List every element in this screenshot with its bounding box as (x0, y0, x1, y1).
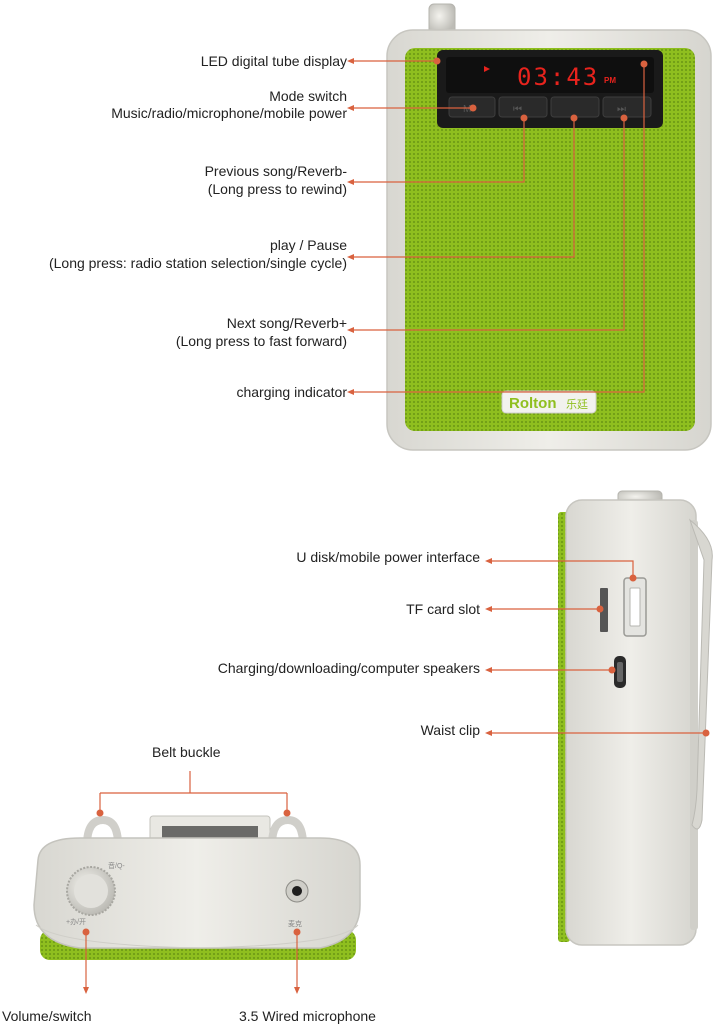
label-usb-interface: U disk/mobile power interface (296, 549, 480, 565)
label-next-song-desc: (Long press to fast forward) (175, 333, 347, 349)
brand-badge (501, 390, 597, 414)
label-previous-song: Previous song/Reverb- (204, 163, 347, 179)
label-tf-card-slot: TF card slot (406, 601, 480, 617)
mode-icon: M (463, 104, 471, 115)
svg-text:+办/开: +办/开 (66, 917, 86, 926)
svg-text:音/Q-: 音/Q- (108, 861, 125, 870)
label-play-pause: play / Pause (269, 237, 347, 253)
label-led-display: LED digital tube display (200, 53, 347, 69)
brand-logo: Rolton (509, 395, 556, 412)
label-mode-switch-desc: Music/radio/microphone/mobile power (111, 105, 347, 121)
brand-logo-cn: 乐廷 (566, 398, 588, 411)
front-view: 03:43 PM M ⏮ ⏭ Rolton 乐廷 (386, 3, 712, 451)
speaker-grille (405, 48, 695, 431)
prev-icon: ⏮ (513, 104, 522, 115)
led-ampm: PM (604, 76, 616, 85)
front-callout-dots (347, 57, 648, 395)
side-callout-dots (485, 558, 710, 737)
side-callouts (489, 560, 706, 734)
label-mode-switch: Mode switch (269, 88, 347, 104)
play-indicator-icon (484, 66, 490, 72)
label-previous-song-desc: (Long press to rewind) (207, 181, 347, 197)
label-play-pause-desc: (Long press: radio station selection/sin… (48, 255, 347, 271)
label-charging-port: Charging/downloading/computer speakers (217, 660, 480, 676)
bottom-body (33, 837, 361, 949)
label-next-song: Next song/Reverb+ (226, 315, 347, 331)
prev-button[interactable] (498, 96, 548, 118)
label-belt-buckle: Belt buckle (152, 744, 221, 760)
label-waist-clip: Waist clip (420, 722, 480, 738)
bottom-callout-dots (82, 809, 301, 994)
next-icon: ⏭ (617, 104, 626, 115)
label-volume-switch: Volume/switch (2, 1008, 92, 1024)
belt-loop-left (83, 815, 122, 846)
play-pause-button[interactable] (550, 96, 600, 118)
side-body (565, 499, 697, 946)
bottom-view: 音/Q- +办/开 麦克 (33, 815, 361, 960)
tf-card-slot[interactable] (600, 588, 608, 632)
waist-clip (688, 518, 713, 830)
control-buttons: M ⏮ ⏭ (448, 96, 652, 118)
belt-loop-right (268, 815, 307, 846)
led-time-readout: 03:43 (517, 63, 599, 91)
front-callouts (351, 60, 645, 393)
side-view (558, 490, 713, 946)
label-wired-microphone: 3.5 Wired microphone (239, 1008, 376, 1024)
label-charging-indicator: charging indicator (236, 384, 347, 400)
bottom-callouts (85, 771, 298, 990)
svg-text:麦克: 麦克 (288, 919, 302, 928)
